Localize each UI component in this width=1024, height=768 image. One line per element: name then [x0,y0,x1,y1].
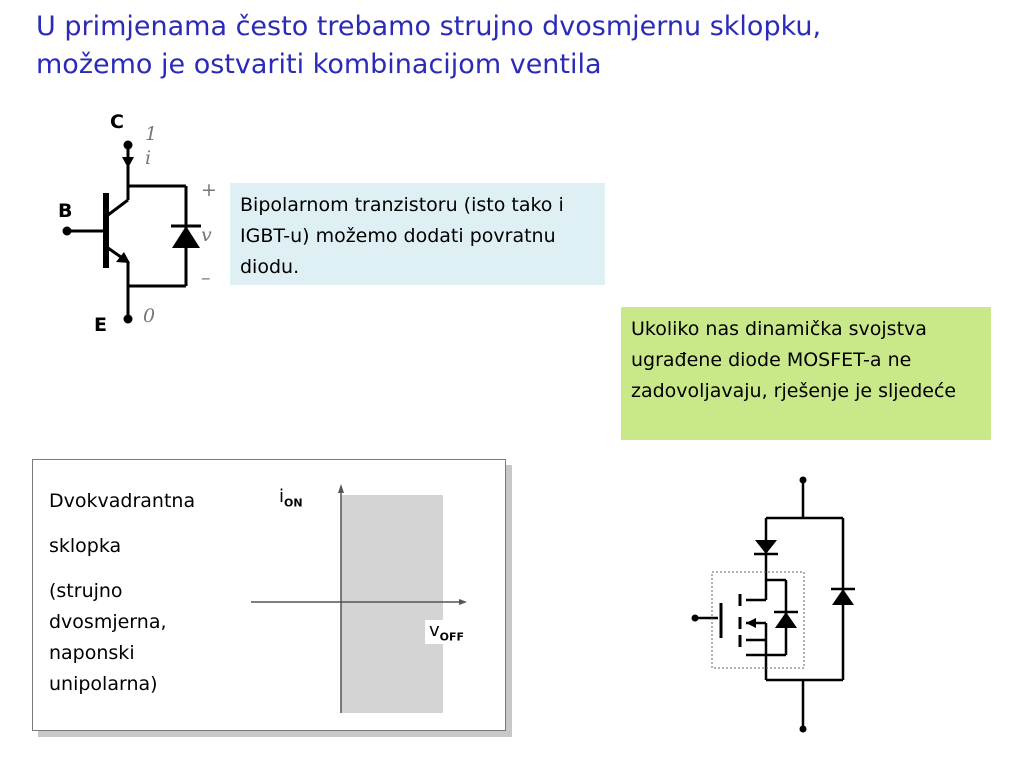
igbt-diode-circuit: 1 i + v – 0 [62,123,217,327]
mosfet-note-box: Ukoliko nas dinamička svojstva ugrađene … [621,307,991,440]
panel-heading-1: Dvokvadrantna [49,490,196,512]
mosfet-note-text: Ukoliko nas dinamička svojstva ugrađene … [631,318,957,402]
current-arrow-icon [122,157,134,168]
quadrant-plot [251,484,467,713]
node-1-label: 1 [145,123,157,145]
source-arrow-icon [746,618,756,628]
node-0-label: 0 [143,305,155,327]
mosfet-package-outline [711,571,805,669]
diode-icon [172,226,200,248]
series-diode-icon [755,540,777,554]
base-label: B [58,200,73,222]
minus-label: – [201,267,211,289]
collector-terminal [123,140,133,150]
v-off-label: vOFF [425,620,469,644]
gate-terminal [691,614,699,622]
title-line-1: U primjenama često trebamo strujno dvosm… [36,11,822,42]
panel-description: Dvokvadrantna sklopka (strujno dvosmjern… [49,486,244,714]
plus-label: + [201,179,217,201]
operating-region [341,495,443,713]
title-line-2: možemo je ostvariti kombinacijom ventila [36,49,602,80]
base-terminal [62,226,72,236]
drain-terminal [799,476,807,484]
body-diode-icon [775,612,797,628]
emitter-arrow-icon [116,252,130,263]
antiparallel-diode-icon [832,589,854,605]
diode-note-text: Bipolarnom tranzistoru (isto tako i IGBT… [240,194,564,278]
emitter-label: E [94,314,107,336]
emitter-terminal [123,314,133,324]
diode-note-box: Bipolarnom tranzistoru (isto tako i IGBT… [230,183,605,285]
quadrant-panel: Dvokvadrantna sklopka (strujno dvosmjern… [32,459,506,731]
y-axis-arrow-icon [338,484,344,493]
collector-label: C [110,111,124,133]
voltage-label: v [201,224,212,246]
i-on-label: iON [279,486,303,510]
slide-title: U primjenama često trebamo strujno dvosm… [36,8,996,84]
panel-heading-2: sklopka [49,535,122,557]
current-label: i [145,147,151,169]
panel-subtext: (strujno dvosmjerna, naponski unipolarna… [49,580,167,695]
source-terminal [799,725,807,733]
x-axis-arrow-icon [459,599,467,605]
